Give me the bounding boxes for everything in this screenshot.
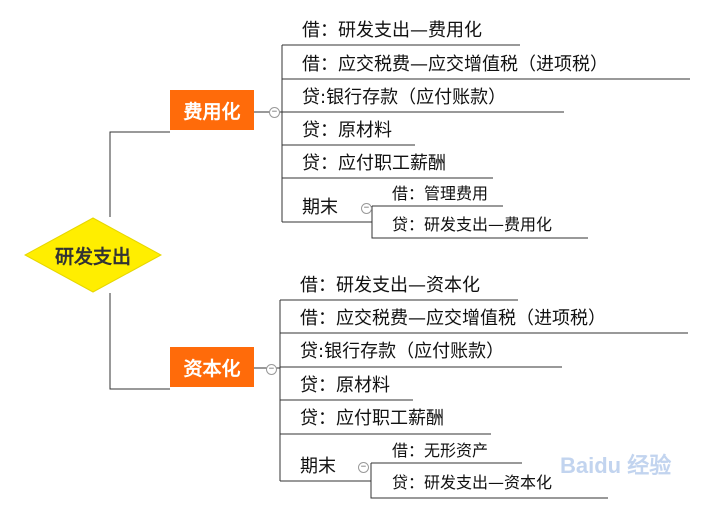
collapse-toggle-period-expensed[interactable]: − [361,203,372,214]
period-capitalized-entry-2[interactable]: 贷：研发支出—资本化 [392,473,553,492]
entry-capitalized-4[interactable]: 贷：原材料 [300,375,390,396]
period-expensed-entry-1[interactable]: 借：管理费用 [392,184,489,203]
entry-expensed-5[interactable]: 贷：应付职工薪酬 [302,153,446,174]
collapse-toggle-period-capitalized[interactable]: − [358,462,369,473]
connector-root-branch-1 [109,131,170,217]
baidu-watermark: Baidu 经验 [560,453,672,478]
entry-expensed-4[interactable]: 贷：原材料 [302,120,392,141]
entry-capitalized-2[interactable]: 借：应交税费—应交增值税（进项税） [300,308,606,329]
entry-expensed-2[interactable]: 借：应交税费—应交增值税（进项税） [302,54,608,75]
entry-capitalized-5[interactable]: 贷：应付职工薪酬 [300,408,444,429]
branch-expensed[interactable]: 费用化 [170,90,254,130]
period-capitalized-entry-1[interactable]: 借：无形资产 [392,441,489,460]
period-expensed-entry-2[interactable]: 贷：研发支出—费用化 [392,215,553,234]
entry-expensed-1[interactable]: 借：研发支出—费用化 [302,20,482,41]
collapse-toggle-capitalized[interactable]: − [266,364,277,375]
entry-expensed-3[interactable]: 贷:银行存款（应付账款） [302,87,507,108]
branch-capitalized[interactable]: 资本化 [170,347,254,387]
entry-capitalized-3[interactable]: 贷:银行存款（应付账款） [300,341,505,362]
root-label: 研发支出 [54,245,131,268]
connector-branch-2-bracket [254,300,281,481]
root-node[interactable]: 研发支出 [24,217,162,293]
branch-capitalized-label: 资本化 [183,357,241,380]
entry-capitalized-1[interactable]: 借：研发支出—资本化 [300,275,480,296]
period-end-expensed[interactable]: 期末 [302,197,338,218]
connector-root-branch-2 [109,293,170,390]
period-end-capitalized[interactable]: 期末 [300,456,336,477]
collapse-toggle-expensed[interactable]: − [269,107,280,118]
branch-expensed-label: 费用化 [183,100,241,123]
connector-branch-1-bracket [254,45,283,222]
root-diamond-shape [24,217,162,293]
